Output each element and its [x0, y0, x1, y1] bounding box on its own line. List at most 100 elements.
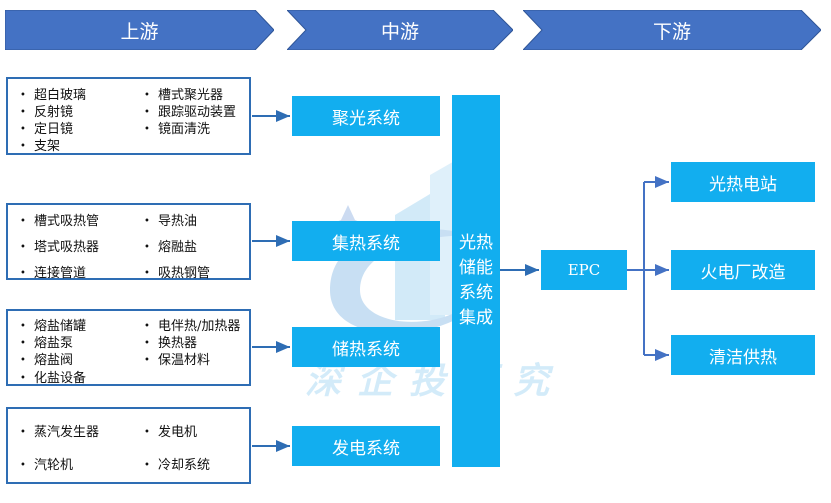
- integration-line: 集成: [459, 308, 493, 328]
- item-label: 发电机: [158, 425, 198, 440]
- bullet-icon: •: [20, 216, 26, 227]
- list-item: • 汽轮机: [20, 454, 73, 473]
- integration-line: 系统: [459, 283, 493, 303]
- upstream-group-storage: • 熔盐储罐 • 熔盐泵 • 熔盐阀 • 化盐设备 • 电伴热/加热器 • 换热器 • 保温材…: [6, 309, 251, 386]
- list-item: • 定日镜: [20, 118, 73, 137]
- stage-upstream: 上游: [5, 10, 274, 50]
- item-label: 化盐设备: [34, 371, 87, 386]
- item-label: 超白玻璃: [34, 88, 87, 103]
- bullet-icon: •: [144, 124, 150, 135]
- item-label: 熔盐阀: [34, 353, 74, 368]
- bullet-icon: •: [144, 427, 150, 438]
- item-label: 连接管道: [34, 266, 87, 281]
- list-item: • 熔盐阀: [20, 349, 73, 368]
- bullet-icon: •: [144, 460, 150, 471]
- bullet-icon: •: [20, 90, 26, 101]
- item-label: 熔融盐: [158, 240, 198, 255]
- upstream-group-collector: • 槽式吸热管 • 塔式吸热器 • 连接管道 • 导热油 • 熔融盐 • 吸热钢管: [6, 203, 251, 281]
- item-label: 电伴热/加热器: [158, 319, 241, 334]
- stage-upstream-label: 上游: [120, 20, 159, 43]
- list-item: • 吸热钢管: [144, 262, 210, 281]
- bullet-icon: •: [20, 321, 26, 332]
- list-item: • 槽式聚光器: [144, 84, 223, 103]
- list-item: • 跟踪驱动装置: [144, 101, 236, 120]
- bullet-icon: •: [20, 338, 26, 349]
- system-collector: 集热系统: [292, 221, 440, 261]
- item-label: 塔式吸热器: [34, 240, 100, 255]
- item-label: 熔盐泵: [34, 336, 74, 351]
- item-label: 支架: [34, 139, 61, 154]
- bullet-icon: •: [20, 268, 26, 279]
- bullet-icon: •: [144, 268, 150, 279]
- system-power: 发电系统: [292, 426, 440, 466]
- item-label: 蒸汽发生器: [34, 425, 100, 440]
- item-label: 反射镜: [34, 105, 74, 120]
- item-label: 保温材料: [158, 353, 211, 368]
- list-item: • 塔式吸热器: [20, 236, 99, 255]
- bullet-icon: •: [20, 460, 26, 471]
- bullet-icon: •: [144, 107, 150, 118]
- list-item: • 换热器: [144, 332, 197, 351]
- bullet-icon: •: [144, 242, 150, 253]
- stage-downstream: 下游: [523, 10, 821, 50]
- bullet-icon: •: [20, 242, 26, 253]
- item-label: 槽式吸热管: [34, 214, 100, 229]
- bullet-icon: •: [20, 107, 26, 118]
- chevron-shape: [287, 10, 513, 50]
- watermark-text: 深企投研究: [305, 360, 566, 402]
- list-item: • 导热油: [144, 210, 197, 229]
- item-label: 吸热钢管: [158, 266, 211, 281]
- stage-downstream-label: 下游: [652, 20, 691, 43]
- item-label: 汽轮机: [34, 458, 74, 473]
- bullet-icon: •: [20, 355, 26, 366]
- item-label: 冷却系统: [158, 458, 211, 473]
- bullet-icon: •: [20, 373, 26, 384]
- list-item: • 蒸汽发生器: [20, 421, 99, 440]
- list-item: • 超白玻璃: [20, 84, 86, 103]
- bullet-icon: •: [20, 124, 26, 135]
- upstream-group-power: • 蒸汽发生器 • 汽轮机 • 发电机 • 冷却系统: [6, 407, 251, 484]
- list-item: • 支架: [20, 135, 60, 154]
- item-label: 导热油: [158, 214, 198, 229]
- bullet-icon: •: [20, 141, 26, 152]
- chevron-shape: [523, 10, 821, 50]
- list-item: • 镜面清洗: [144, 118, 210, 137]
- system-concentrator: 聚光系统: [292, 96, 440, 136]
- item-label: 槽式聚光器: [158, 88, 224, 103]
- output-thermal-retrofit: 火电厂改造: [671, 250, 815, 290]
- list-item: • 连接管道: [20, 262, 86, 281]
- system-storage: 储热系统: [292, 327, 440, 367]
- list-item: • 发电机: [144, 421, 197, 440]
- list-item: • 槽式吸热管: [20, 210, 99, 229]
- item-label: 熔盐储罐: [34, 319, 87, 334]
- bullet-icon: •: [144, 338, 150, 349]
- integration-line: 光热: [459, 233, 493, 253]
- bullet-icon: •: [144, 355, 150, 366]
- list-item: • 电伴热/加热器: [144, 315, 240, 334]
- list-item: • 冷却系统: [144, 454, 210, 473]
- integration-line: 储能: [459, 258, 493, 278]
- item-label: 镜面清洗: [158, 122, 211, 137]
- system-integration: 光热 储能 系统 集成: [452, 95, 500, 467]
- item-label: 跟踪驱动装置: [158, 105, 237, 120]
- list-item: • 保温材料: [144, 349, 210, 368]
- list-item: • 熔盐储罐: [20, 315, 86, 334]
- bullet-icon: •: [20, 427, 26, 438]
- list-item: • 熔融盐: [144, 236, 197, 255]
- item-label: 换热器: [158, 336, 198, 351]
- epc-box: EPC: [541, 250, 627, 290]
- output-csp-station: 光热电站: [671, 162, 815, 202]
- chevron-shape: [5, 10, 274, 50]
- list-item: • 化盐设备: [20, 367, 86, 386]
- bullet-icon: •: [144, 90, 150, 101]
- list-item: • 反射镜: [20, 101, 73, 120]
- item-label: 定日镜: [34, 122, 74, 137]
- list-item: • 熔盐泵: [20, 332, 73, 351]
- upstream-group-concentrator: • 超白玻璃 • 反射镜 • 定日镜 • 支架 • 槽式聚光器 • 跟踪驱动装置 • 镜面清洗: [6, 77, 251, 155]
- stage-midstream-label: 中游: [380, 20, 419, 43]
- bullet-icon: •: [144, 216, 150, 227]
- bullet-icon: •: [144, 321, 150, 332]
- output-clean-heating: 清洁供热: [671, 335, 815, 375]
- stage-midstream: 中游: [287, 10, 513, 50]
